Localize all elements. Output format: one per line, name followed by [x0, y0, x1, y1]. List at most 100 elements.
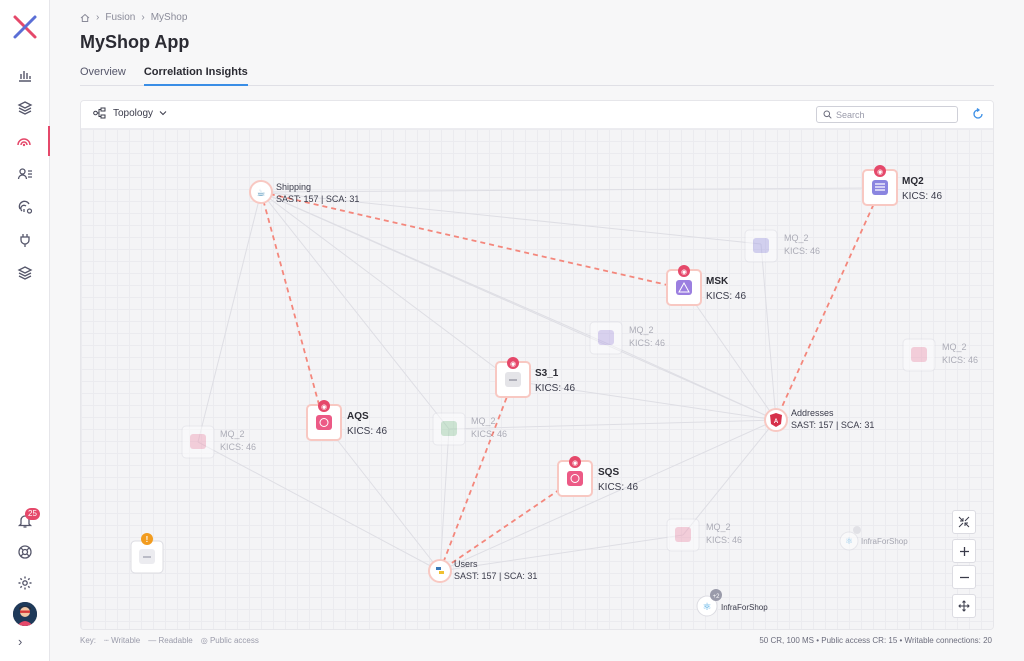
- topology-view-dropdown[interactable]: Topology: [93, 107, 167, 119]
- node-users[interactable]: Users SAST: 157 | SCA: 31: [428, 559, 537, 583]
- avatar-icon: [13, 602, 37, 626]
- breadcrumb-item-fusion[interactable]: Fusion: [105, 12, 136, 23]
- topology-panel: Topology: [80, 100, 994, 630]
- node-users-name: Users: [454, 559, 478, 569]
- legend-key: Key: ┄ Writable — Readable ◎ Public acce…: [80, 636, 259, 645]
- zoom-out-button[interactable]: [952, 565, 976, 589]
- sidebar-item-projects[interactable]: [0, 93, 50, 123]
- node-msk[interactable]: ◉ MSK KICS: 46: [666, 265, 746, 306]
- node-msk-info: KICS: 46: [706, 291, 746, 302]
- tab-correlation-insights[interactable]: Correlation Insights: [143, 62, 248, 86]
- topology-canvas[interactable]: ☕ Shipping SAST: 157 | SCA: 31 ◉ MQ2 KIC…: [81, 129, 994, 630]
- node-infra-a-name: InfraForShop: [861, 537, 908, 546]
- node-mq-2-f[interactable]: MQ_2 KICS: 46: [666, 518, 742, 552]
- legend-public: ◎ Public access: [200, 636, 259, 645]
- topology-icon: [93, 107, 106, 119]
- legend-writable-label: Writable: [111, 636, 141, 645]
- collapse-arrows-icon: [958, 516, 970, 528]
- node-sqs-info: KICS: 46: [598, 482, 638, 493]
- layers-icon: [17, 101, 33, 115]
- search-input[interactable]: [836, 109, 946, 120]
- sidebar-item-notifications[interactable]: 25: [0, 506, 50, 536]
- sidebar-item-fusion[interactable]: [0, 126, 50, 156]
- topology-graph[interactable]: ☕ Shipping SAST: 157 | SCA: 31 ◉ MQ2 KIC…: [81, 129, 994, 630]
- main-content: › Fusion › MyShop MyShop App Overview Co…: [50, 0, 1024, 661]
- node-users-info: SAST: 157 | SCA: 31: [454, 571, 537, 581]
- bar-chart-icon: [19, 71, 31, 82]
- node-shipping[interactable]: ☕ Shipping SAST: 157 | SCA: 31: [249, 180, 359, 204]
- sidebar-item-global-settings[interactable]: [0, 568, 50, 598]
- node-mq-2-d-info: KICS: 46: [471, 429, 507, 439]
- graph-stats: 50 CR, 100 MS • Public access CR: 15 • W…: [759, 636, 992, 645]
- react-icon: ⚛: [845, 536, 853, 546]
- node-mq-2-e-name: MQ_2: [220, 429, 245, 439]
- zoom-in-button[interactable]: [952, 539, 976, 563]
- user-list-icon: [17, 168, 32, 180]
- move-arrows-icon: [958, 600, 970, 612]
- user-avatar[interactable]: [13, 602, 37, 626]
- fusion-icon: [17, 138, 31, 147]
- breadcrumb-separator: ›: [141, 12, 145, 23]
- node-infra-b[interactable]: ⚛ +2 InfraForShop: [696, 589, 768, 617]
- node-mq-2-a-info: KICS: 46: [784, 246, 820, 256]
- node-addresses-info: SAST: 157 | SCA: 31: [791, 420, 874, 430]
- legend-readable: — Readable: [148, 636, 193, 645]
- chevron-down-icon: [159, 111, 167, 116]
- sidebar-item-users[interactable]: [0, 159, 50, 189]
- node-aqs-name: AQS: [347, 411, 369, 422]
- node-mq-2-a[interactable]: MQ_2 KICS: 46: [744, 229, 820, 263]
- legend-writable: ┄ Writable: [104, 636, 141, 645]
- writable-connections: [260, 187, 882, 572]
- node-addresses-name: Addresses: [791, 408, 834, 418]
- node-sqs[interactable]: ◉ SQS KICS: 46: [557, 456, 638, 497]
- queue-icon: [875, 183, 885, 191]
- checkmarx-logo-icon[interactable]: [12, 14, 38, 40]
- node-mq-2-e-info: KICS: 46: [220, 442, 256, 452]
- node-s3-1[interactable]: ◉ S3_1 KICS: 46: [495, 357, 575, 398]
- sidebar-item-dashboard[interactable]: [0, 60, 50, 90]
- eye-icon: ◉: [510, 361, 516, 368]
- notification-count-badge: 25: [25, 508, 40, 520]
- home-icon[interactable]: [80, 13, 90, 23]
- node-mq-2-c[interactable]: MQ_2 KICS: 46: [902, 338, 978, 372]
- stream-icon: [678, 281, 690, 293]
- refresh-icon[interactable]: [972, 108, 984, 120]
- legend-key-label: Key:: [80, 636, 97, 645]
- node-mq2-name: MQ2: [902, 176, 924, 187]
- sidebar-item-settings-fingerprint[interactable]: [0, 192, 50, 222]
- node-shipping-info: SAST: 157 | SCA: 31: [276, 194, 359, 204]
- breadcrumb-item-myshop[interactable]: MyShop: [150, 12, 188, 23]
- node-mq-2-d[interactable]: MQ_2 KICS: 46: [432, 412, 507, 446]
- svg-text:A: A: [774, 419, 779, 425]
- pan-button[interactable]: [952, 594, 976, 618]
- node-msk-name: MSK: [706, 276, 729, 287]
- plug-icon: [20, 234, 30, 247]
- node-mq-2-e[interactable]: MQ_2 KICS: 46: [181, 425, 256, 459]
- topology-view-label: Topology: [113, 107, 154, 119]
- node-aqs[interactable]: ◉ AQS KICS: 46: [306, 400, 387, 441]
- legend-readable-label: Readable: [158, 636, 193, 645]
- sidebar-item-integrations[interactable]: [0, 225, 50, 255]
- node-mq-2-c-name: MQ_2: [942, 342, 967, 352]
- node-unresolved-warning[interactable]: !: [130, 533, 164, 574]
- node-addresses[interactable]: A Addresses SAST: 157 | SCA: 31: [764, 408, 874, 432]
- sidebar-item-help[interactable]: [0, 537, 50, 567]
- fit-view-button[interactable]: [952, 510, 976, 534]
- node-mq-2-b[interactable]: MQ_2 KICS: 46: [589, 321, 665, 355]
- node-mq-2-a-name: MQ_2: [784, 233, 809, 243]
- expand-sidebar-chevron-icon[interactable]: ›: [18, 634, 23, 649]
- legend-public-label: Public access: [209, 636, 259, 645]
- sidebar-item-layers[interactable]: [0, 258, 50, 288]
- node-mq-2-f-name: MQ_2: [706, 522, 731, 532]
- eye-icon: ◉: [572, 460, 578, 467]
- gear-icon: [18, 576, 32, 590]
- node-mq2[interactable]: ◉ MQ2 KICS: 46: [862, 165, 942, 206]
- react-icon: ⚛: [703, 602, 712, 613]
- node-s3-1-info: KICS: 46: [535, 383, 575, 394]
- node-mq-2-f-info: KICS: 46: [706, 535, 742, 545]
- sidebar: 25 ›: [0, 0, 50, 661]
- eye-icon: ◉: [877, 169, 883, 176]
- tab-overview[interactable]: Overview: [80, 66, 126, 78]
- node-mq-2-d-name: MQ_2: [471, 416, 496, 426]
- node-infra-a[interactable]: ⚛ InfraForShop: [839, 526, 908, 551]
